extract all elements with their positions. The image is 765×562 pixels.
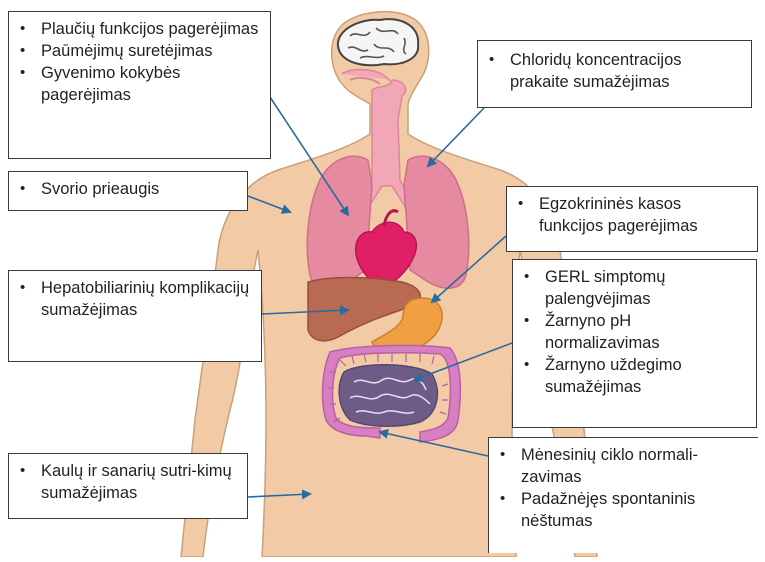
label-box-liver: Hepatobiliarinių komplikacijų sumažėjima… (8, 270, 262, 362)
label-reproductive-item-1: Mėnesinių ciklo normali-zavimas (497, 444, 750, 488)
label-box-pancreas: Egzokrininės kasos funkcijos pagerėjimas (506, 186, 758, 252)
brain (338, 19, 418, 65)
label-box-sweat: Chloridų koncentracijos prakaite sumažėj… (477, 40, 752, 108)
label-gut-item-3: Žarnyno uždegimo sumažėjimas (521, 354, 748, 398)
label-gut-item-2: Žarnyno pH normalizavimas (521, 310, 748, 354)
label-box-bones: Kaulų ir sanarių sutri-kimų sumažėjimas (8, 453, 248, 519)
label-reproductive-item-2: Padažnėjęs spontaninis nėštumas (497, 488, 750, 532)
label-lungs-item-2: Paūmėjimų suretėjimas (17, 40, 262, 62)
small-intestine (339, 365, 437, 427)
label-box-lungs: Plaučių funkcijos pagerėjimas Paūmėjimų … (8, 11, 271, 159)
label-lungs-item-3: Gyvenimo kokybės pagerėjimas (17, 62, 262, 106)
label-gut-item-1: GERL simptomų palengvėjimas (521, 266, 748, 310)
label-box-reproductive: Mėnesinių ciklo normali-zavimas Padažnėj… (488, 437, 758, 553)
label-box-gut: GERL simptomų palengvėjimas Žarnyno pH n… (512, 259, 757, 428)
label-box-weight: Svorio prieaugis (8, 171, 248, 211)
label-lungs-item-1: Plaučių funkcijos pagerėjimas (17, 18, 262, 40)
label-pancreas-item-1: Egzokrininės kasos funkcijos pagerėjimas (515, 193, 749, 237)
label-weight-item-1: Svorio prieaugis (17, 178, 239, 200)
label-sweat-item-1: Chloridų koncentracijos prakaite sumažėj… (486, 49, 743, 93)
label-bones-item-1: Kaulų ir sanarių sutri-kimų sumažėjimas (17, 460, 239, 504)
label-liver-item-1: Hepatobiliarinių komplikacijų sumažėjima… (17, 277, 253, 321)
